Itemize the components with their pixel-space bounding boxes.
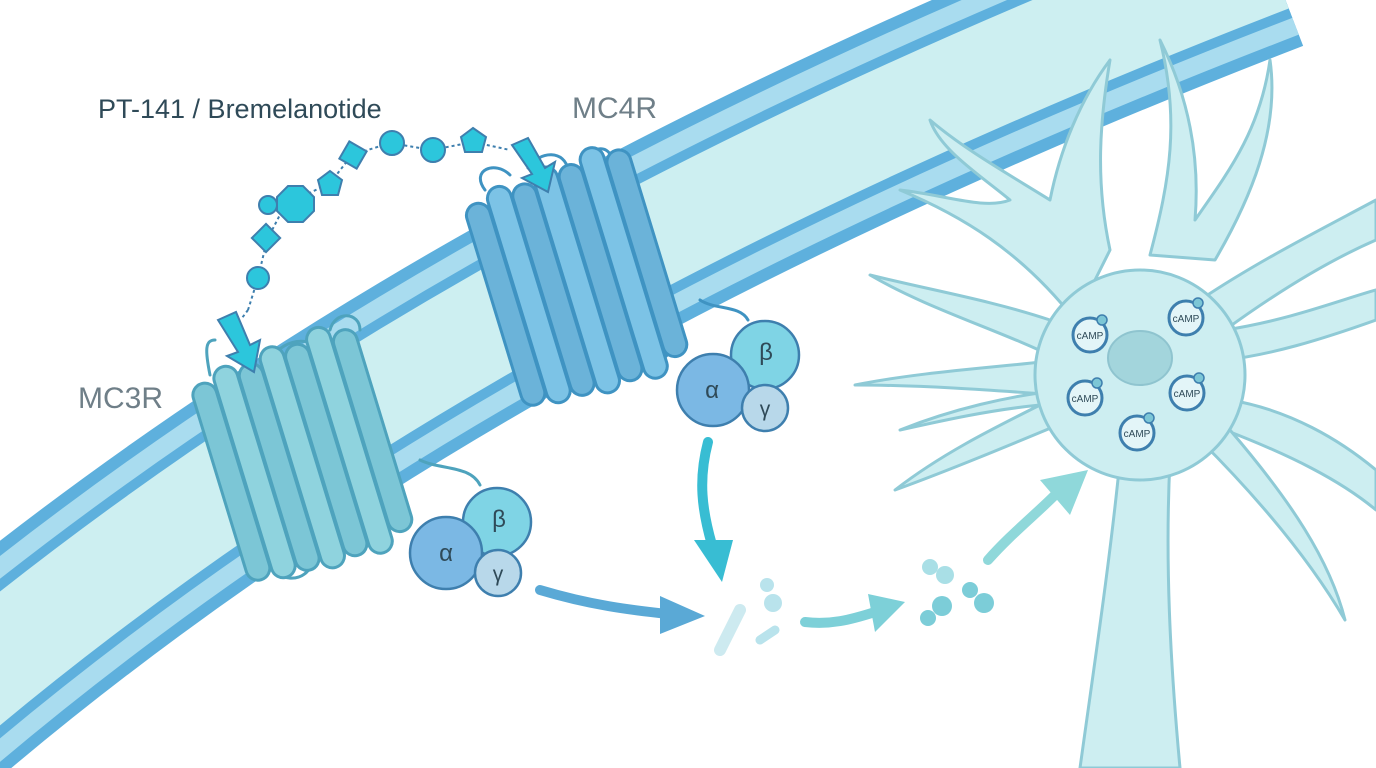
fragment bbox=[962, 582, 978, 598]
camp-label: cAMP bbox=[1173, 314, 1200, 325]
mc4r-label: MC4R bbox=[572, 92, 657, 125]
arrow-to-neuron-head bbox=[1040, 470, 1088, 515]
mc4r-g-protein: β α γ bbox=[675, 319, 801, 433]
fragment bbox=[932, 596, 952, 616]
amino-acid-bead bbox=[250, 222, 282, 254]
neuron-nucleus bbox=[1107, 330, 1173, 386]
alpha-label: α bbox=[439, 540, 453, 567]
camp-label: cAMP bbox=[1077, 331, 1104, 342]
arrow-mc3r-right bbox=[535, 585, 673, 619]
mc3r-g-protein: β α γ bbox=[408, 486, 533, 598]
camp-label: cAMP bbox=[1174, 389, 1201, 400]
arrow-mc4r-down-head bbox=[694, 540, 733, 582]
fragment bbox=[760, 578, 774, 592]
fragment bbox=[920, 610, 936, 626]
beta-label: β bbox=[492, 506, 506, 533]
mc4r-binding-arrow bbox=[510, 136, 557, 194]
camp-label: cAMP bbox=[1072, 394, 1099, 405]
camp-molecule: cAMP bbox=[1168, 372, 1206, 412]
signal-fragments bbox=[714, 559, 994, 656]
fragment bbox=[755, 625, 780, 645]
alpha-subunit bbox=[408, 515, 484, 591]
arrow-mc3r-right-head bbox=[660, 596, 705, 634]
fragment bbox=[974, 593, 994, 613]
beta-label: β bbox=[759, 339, 773, 366]
fragment bbox=[764, 594, 782, 612]
camp-cluster: cAMP cAMP cAMP cAMP cAMP bbox=[1066, 297, 1206, 452]
mc4r-receptor: MC4R bbox=[464, 92, 750, 407]
mc3r-binding-arrow bbox=[216, 310, 262, 374]
gamma-subunit bbox=[473, 548, 523, 598]
ligand-label: PT-141 / Bremelanotide bbox=[98, 94, 382, 124]
amino-acid-bead bbox=[276, 185, 315, 223]
amino-acid-bead bbox=[316, 169, 344, 196]
fragment bbox=[936, 566, 954, 584]
amino-acid-bead bbox=[420, 137, 446, 163]
arrow-mc4r-down bbox=[697, 437, 717, 550]
camp-molecule: cAMP bbox=[1167, 297, 1205, 337]
amino-acid-bead bbox=[379, 130, 405, 156]
camp-molecule: cAMP bbox=[1118, 412, 1156, 452]
amino-acid-bead bbox=[337, 139, 369, 171]
amino-acid-bead bbox=[258, 195, 278, 215]
amino-acid-bead bbox=[246, 266, 270, 290]
fragment bbox=[922, 559, 938, 575]
alpha-label: α bbox=[705, 377, 719, 404]
camp-molecule: cAMP bbox=[1066, 377, 1104, 417]
camp-label: cAMP bbox=[1124, 429, 1151, 440]
arrow-to-second-messenger-head bbox=[868, 594, 905, 632]
gamma-label: γ bbox=[760, 398, 771, 421]
gamma-label: γ bbox=[493, 563, 504, 586]
camp-molecule: cAMP bbox=[1071, 314, 1109, 354]
pt141-ligand: PT-141 / Bremelanotide bbox=[98, 94, 557, 374]
mc3r-receptor: MC3R bbox=[78, 314, 482, 582]
mc3r-label: MC3R bbox=[78, 382, 163, 415]
signal-arrows bbox=[535, 437, 1088, 634]
gamma-subunit bbox=[740, 383, 790, 433]
fragment bbox=[714, 604, 746, 656]
arrow-to-second-messenger bbox=[800, 607, 880, 628]
amino-acid-bead bbox=[459, 126, 488, 153]
arrow-to-neuron bbox=[983, 490, 1060, 565]
